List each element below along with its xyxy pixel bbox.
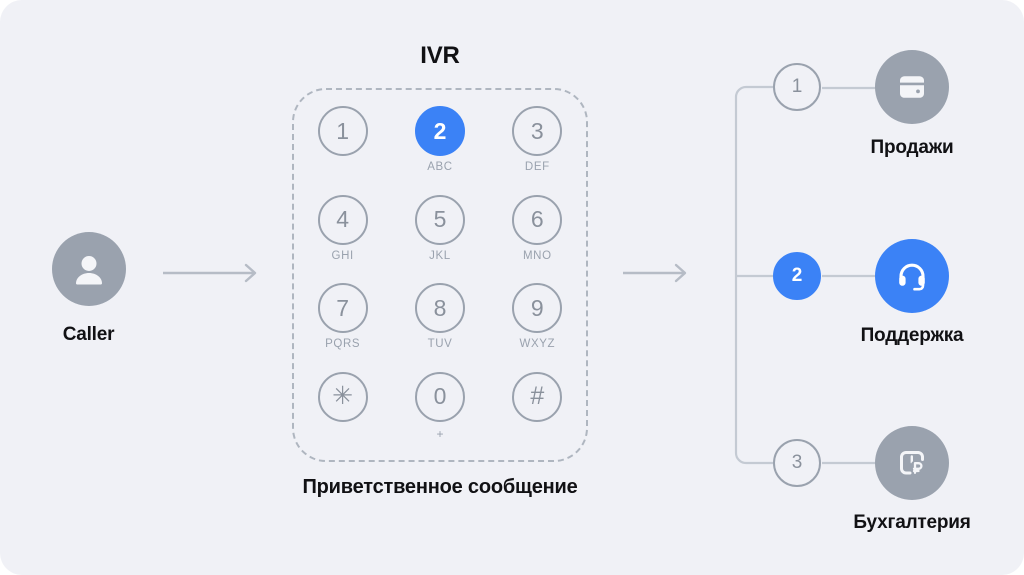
caller-avatar xyxy=(51,232,126,306)
branch-number-2[interactable]: 2 xyxy=(773,252,821,300)
keypad-key-digit: 5 xyxy=(414,194,465,245)
keypad-key-1[interactable]: 1 xyxy=(298,106,388,174)
keypad-key-letters: GHI xyxy=(331,249,354,262)
arrow-right-icon xyxy=(163,263,257,283)
keypad-key-star[interactable]: ✳ xyxy=(298,371,388,440)
keypad-key-letters: TUV xyxy=(427,338,453,350)
keypad-key-letters: MNO xyxy=(523,249,552,262)
keypad-key-digit: 3 xyxy=(512,106,563,156)
ivr-title: IVR xyxy=(420,42,460,69)
keypad-key-0[interactable]: 0+ xyxy=(395,371,485,441)
caller-node: Caller xyxy=(40,232,137,346)
keypad-key-digit: # xyxy=(512,371,563,422)
ivr-greeting-caption: Приветственное сообщение xyxy=(302,476,578,498)
accounting-avatar xyxy=(875,426,949,500)
branch-number-1[interactable]: 1 xyxy=(773,63,821,111)
accounting-label: Бухгалтерия xyxy=(853,512,971,533)
user-icon xyxy=(75,256,102,285)
wallet-icon xyxy=(900,76,924,98)
keypad-key-digit: ✳ xyxy=(317,371,368,422)
sales-label: Продажи xyxy=(870,137,954,158)
keypad-key-digit: 1 xyxy=(317,106,368,156)
keypad-key-digit: 9 xyxy=(512,283,563,333)
keypad-key-digit: 8 xyxy=(414,283,465,333)
sales-avatar xyxy=(875,50,949,124)
link-1-to-sales xyxy=(822,86,876,90)
support-avatar xyxy=(875,239,949,313)
keypad-key-hash[interactable]: # xyxy=(492,371,582,440)
keypad-key-letters: PQRS xyxy=(325,338,361,350)
keypad-key-digit: 2 xyxy=(414,106,465,156)
keypad-key-letters: DEF xyxy=(524,161,550,173)
branch-number-3[interactable]: 3 xyxy=(773,439,821,487)
headset-icon xyxy=(899,263,925,291)
ruble-calculator-icon xyxy=(900,451,925,475)
keypad-key-letters: ABC xyxy=(427,161,453,173)
keypad-key-digit: 0 xyxy=(414,371,465,422)
keypad-key-digit: 4 xyxy=(317,194,368,245)
caller-label: Caller xyxy=(62,324,115,345)
arrow-right-icon xyxy=(623,263,687,283)
keypad-key-digit: 6 xyxy=(512,194,563,245)
keypad-key-letters: + xyxy=(436,426,444,441)
keypad-key-letters: WXYZ xyxy=(519,338,556,350)
arrow-ivr-to-branches xyxy=(623,262,693,289)
keypad-key-digit: 7 xyxy=(317,283,368,333)
support-label: Поддержка xyxy=(860,325,964,346)
branch-connector xyxy=(734,85,773,465)
link-2-to-support xyxy=(822,274,876,278)
link-3-to-accounting xyxy=(822,461,876,465)
arrow-caller-to-ivr xyxy=(163,262,263,289)
keypad-key-letters: JKL xyxy=(429,249,451,262)
